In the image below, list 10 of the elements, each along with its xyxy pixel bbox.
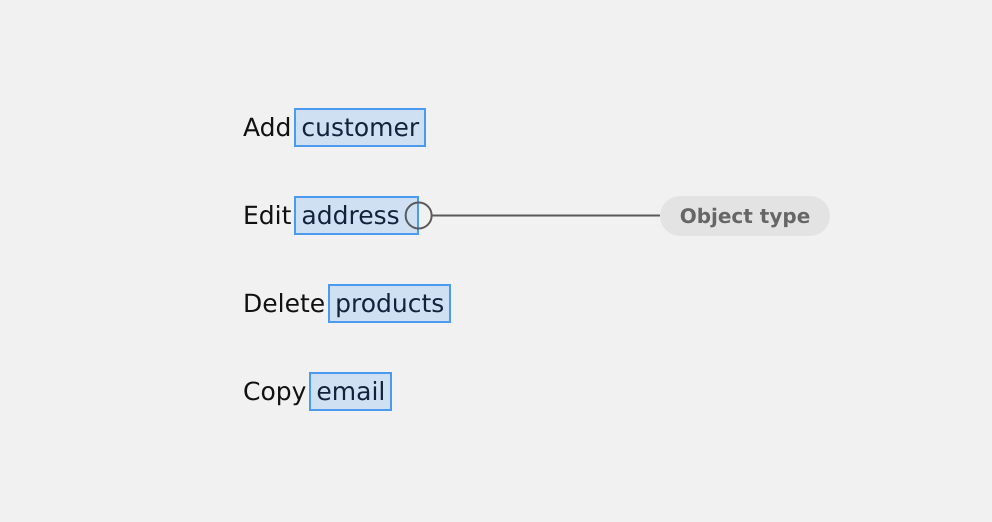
highlighted-term: address: [294, 196, 419, 235]
action-word: Copy: [243, 376, 306, 408]
highlighted-term: email: [309, 372, 392, 411]
action-word: Add: [243, 112, 292, 144]
tag-label: Object type: [660, 196, 830, 236]
action-word: Edit: [243, 200, 292, 232]
highlighted-term: products: [328, 284, 452, 323]
action-word: Delete: [243, 288, 326, 320]
highlighted-term: customer: [294, 108, 426, 147]
connector-line: [404, 202, 660, 230]
